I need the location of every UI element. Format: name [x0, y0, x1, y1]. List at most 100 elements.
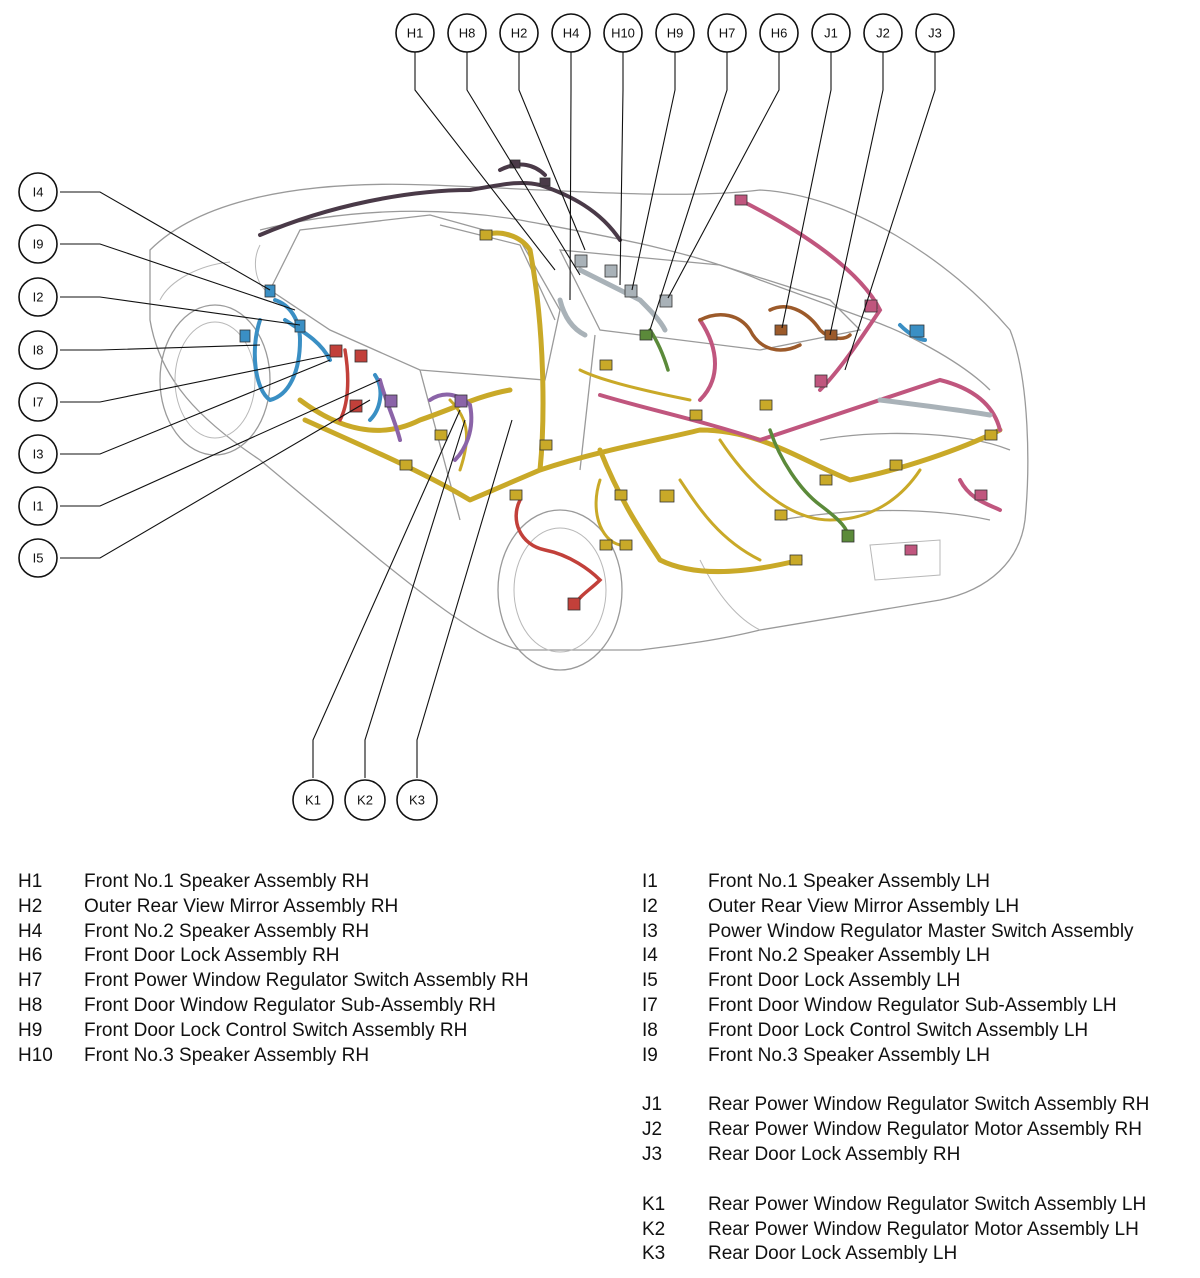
legend-code: I1 — [642, 871, 658, 892]
legend-item: I3 Power Window Regulator Master Switch A… — [642, 920, 1197, 945]
legend-item: J1 Rear Power Window Regulator Switch Ass… — [642, 1093, 1197, 1118]
callout-i3: I3 — [18, 434, 58, 474]
svg-text:J1: J1 — [824, 26, 838, 41]
callout-k2: K2 — [344, 779, 386, 821]
legend-item: I2 Outer Rear View Mirror Assembly LH — [642, 895, 1197, 920]
legend-code: J3 — [642, 1143, 663, 1165]
car-outline — [149, 183, 1029, 671]
legend-code: H4 — [18, 920, 43, 942]
legend-code: I7 — [642, 994, 658, 1016]
svg-text:I7: I7 — [33, 395, 44, 410]
callout-h9: H9 — [655, 13, 695, 53]
legend-label: Front Power Window Regulator Switch Asse… — [84, 970, 529, 992]
svg-text:H7: H7 — [719, 26, 736, 41]
callouts-bottom: K1 K2 K3 — [292, 779, 438, 821]
callout-i9: I9 — [18, 224, 58, 264]
callout-j1: J1 — [811, 13, 851, 53]
legend-label: Rear Power Window Regulator Switch Assem… — [708, 1193, 1147, 1215]
legend-label: Front No.2 Speaker Assembly LH — [708, 945, 990, 967]
legend-item: I7 Front Door Window Regulator Sub-Assemb… — [642, 994, 1197, 1019]
legend-label: Front Door Lock Control Switch Assembly … — [84, 1019, 468, 1041]
legend-label: Rear Power Window Regulator Switch Assem… — [708, 1094, 1150, 1116]
legend-spacer — [642, 1068, 1197, 1093]
legend-label: Front Door Lock Control Switch Assembly … — [708, 1019, 1089, 1041]
svg-text:H8: H8 — [459, 26, 476, 41]
callout-j3: J3 — [915, 13, 955, 53]
legend-code: I4 — [642, 945, 658, 967]
legend-code: J2 — [642, 1119, 663, 1141]
legend-code: K2 — [642, 1218, 666, 1240]
legend-label: Front Door Window Regulator Sub-Assembly… — [708, 994, 1117, 1016]
legend-code: I8 — [642, 1019, 658, 1041]
leader-lines — [60, 50, 936, 778]
svg-text:H1: H1 — [407, 26, 424, 41]
callout-i7: I7 — [18, 382, 58, 422]
svg-text:I4: I4 — [33, 185, 44, 200]
legend-item: I1 Front No.1 Speaker Assembly LH — [642, 870, 1197, 895]
callout-h8: H8 — [447, 13, 487, 53]
legend-code: H1 — [18, 871, 43, 892]
svg-text:H10: H10 — [611, 26, 635, 41]
legend-label: Front No.3 Speaker Assembly LH — [708, 1044, 990, 1066]
svg-text:J2: J2 — [876, 26, 890, 41]
callout-i4: I4 — [18, 172, 58, 212]
legend-code: I3 — [642, 920, 658, 942]
legend-code: H9 — [18, 1019, 43, 1041]
legend-code: I9 — [642, 1044, 658, 1066]
legend-item: I8 Front Door Lock Control Switch Assembl… — [642, 1019, 1197, 1044]
callout-h7: H7 — [707, 13, 747, 53]
legend-item: J2 Rear Power Window Regulator Motor Asse… — [642, 1118, 1197, 1143]
legend-label: Rear Power Window Regulator Motor Assemb… — [708, 1218, 1139, 1240]
legend-label: Rear Door Lock Assembly LH — [708, 1243, 958, 1265]
legend-code: I2 — [642, 895, 658, 917]
wiring-diagram: H1 H8 H2 H4 H10 H9 H7 H6 J1 J2 J3 I4 I9 … — [18, 13, 1029, 821]
legend-code: H10 — [18, 1044, 53, 1066]
legend-code: J1 — [642, 1094, 663, 1116]
callout-h10: H10 — [603, 13, 643, 53]
legend-item: I4 Front No.2 Speaker Assembly LH — [642, 944, 1197, 969]
legend-code: H7 — [18, 970, 43, 992]
svg-text:K2: K2 — [357, 793, 373, 808]
callout-k3: K3 — [396, 779, 438, 821]
svg-text:H4: H4 — [563, 26, 580, 41]
svg-text:J3: J3 — [928, 26, 942, 41]
legend-item: I9 Front No.3 Speaker Assembly LH — [642, 1044, 1197, 1069]
callout-h2: H2 — [499, 13, 539, 53]
svg-text:H2: H2 — [511, 26, 528, 41]
callouts-top: H1 H8 H2 H4 H10 H9 H7 H6 J1 J2 J3 — [395, 13, 955, 53]
callout-i8: I8 — [18, 330, 58, 370]
svg-text:K1: K1 — [305, 793, 321, 808]
legend-label: Power Window Regulator Master Switch Ass… — [708, 920, 1134, 942]
svg-text:K3: K3 — [409, 793, 425, 808]
legend-label: Front No.1 Speaker Assembly LH — [708, 871, 990, 892]
legend-code: K1 — [642, 1193, 666, 1215]
legend-item: K1 Rear Power Window Regulator Switch Ass… — [642, 1193, 1197, 1218]
svg-text:I8: I8 — [33, 343, 44, 358]
svg-text:I3: I3 — [33, 447, 44, 462]
legend-label: Front Door Window Regulator Sub-Assembly… — [84, 994, 496, 1016]
legend-ijk-groups: I1 Front No.1 Speaker Assembly LH I2 Outer… — [642, 870, 1197, 1267]
callout-i1: I1 — [18, 486, 58, 526]
legend-label: Front No.1 Speaker Assembly RH — [84, 871, 370, 892]
svg-text:H9: H9 — [667, 26, 684, 41]
callout-i2: I2 — [18, 277, 58, 317]
legend-code: H8 — [18, 994, 43, 1016]
callout-h4: H4 — [551, 13, 591, 53]
connectors — [239, 159, 998, 611]
legend-code: H6 — [18, 945, 43, 967]
legend-item: H4 Front No.2 Speaker Assembly RH — [18, 920, 618, 945]
legend-item: J3 Rear Door Lock Assembly RH — [642, 1143, 1197, 1168]
legend-label: Rear Power Window Regulator Motor Assemb… — [708, 1119, 1142, 1141]
legend-spacer — [642, 1168, 1197, 1193]
legend-item: H8 Front Door Window Regulator Sub-Assemb… — [18, 994, 618, 1019]
callout-k1: K1 — [292, 779, 334, 821]
legend-code: H2 — [18, 895, 43, 917]
legend-label: Outer Rear View Mirror Assembly LH — [708, 895, 1020, 917]
legend-label: Rear Door Lock Assembly RH — [708, 1143, 961, 1165]
legend-label: Front No.2 Speaker Assembly RH — [84, 920, 370, 942]
legend-label: Front Door Lock Assembly RH — [84, 945, 340, 967]
